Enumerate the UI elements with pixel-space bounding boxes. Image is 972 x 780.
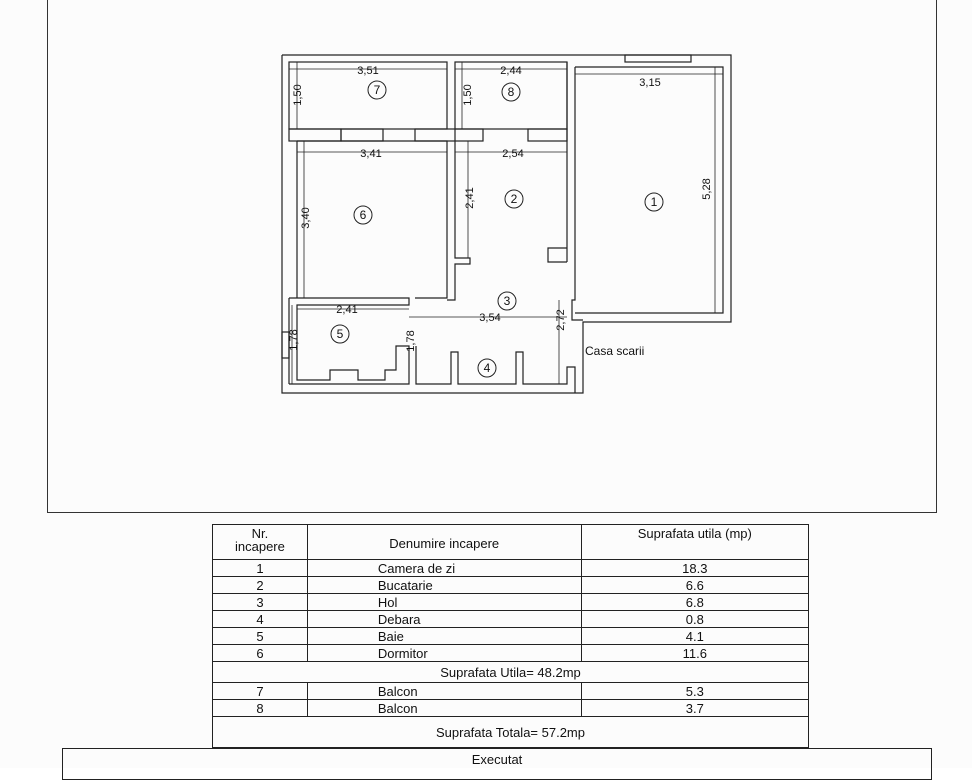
room-label-5: 5 (337, 327, 344, 341)
row-area: 18.3 (580, 559, 810, 577)
table-row: 3 Hol 6.8 (212, 593, 810, 611)
row-name: Dormitor (306, 644, 582, 662)
row-name: Hol (306, 593, 582, 611)
room-label-3: 3 (504, 294, 511, 308)
total-row: Suprafata Totala= 57.2mp (212, 716, 809, 748)
dim-3-51: 3,51 (357, 65, 378, 77)
stair-label: Casa scarii (585, 344, 644, 358)
dim-3-41: 3,41 (360, 148, 381, 160)
table-row: 1 Camera de zi 18.3 (212, 559, 810, 577)
row-nr: 8 (212, 699, 308, 717)
row-nr: 3 (212, 593, 308, 611)
header-name: Denumire incapere (306, 524, 582, 560)
subtotal-row: Suprafata Utila= 48.2mp (212, 661, 809, 683)
table-row: 5 Baie 4.1 (212, 627, 810, 645)
dim-1-50-right: 1,50 (462, 84, 474, 105)
row-area: 3.7 (580, 699, 810, 717)
dim-1-78-left: 1,78 (288, 329, 300, 350)
row-name: Bucatarie (306, 576, 582, 594)
dim-2-72: 2,72 (555, 309, 567, 330)
room-label-1: 1 (651, 195, 658, 209)
plan-walls (281, 54, 732, 394)
row-area: 5.3 (580, 682, 810, 700)
executed-box: Executat (62, 748, 932, 780)
dimension-lines (289, 62, 723, 384)
room-label-8: 8 (508, 85, 515, 99)
table-header-row: Nr. incapere Denumire incapere Suprafata… (212, 524, 810, 560)
dim-2-54: 2,54 (502, 148, 523, 160)
row-name: Baie (306, 627, 582, 645)
dim-2-41-vertical: 2,41 (464, 187, 476, 208)
row-nr: 5 (212, 627, 308, 645)
room-label-2: 2 (511, 192, 518, 206)
row-name: Balcon (306, 699, 582, 717)
table-row: 4 Debara 0.8 (212, 610, 810, 628)
table-row: 8 Balcon 3.7 (212, 699, 810, 717)
table-row: 2 Bucatarie 6.6 (212, 576, 810, 594)
header-area: Suprafata utila (mp) (580, 524, 810, 560)
row-nr: 2 (212, 576, 308, 594)
executed-label: Executat (471, 752, 523, 767)
subtotal-text: Suprafata Utila= 48.2mp (212, 661, 809, 683)
row-area: 6.8 (580, 593, 810, 611)
rooms-table: Nr. incapere Denumire incapere Suprafata… (212, 524, 810, 748)
room-label-4: 4 (484, 361, 491, 375)
row-name: Camera de zi (306, 559, 582, 577)
row-area: 11.6 (580, 644, 810, 662)
row-area: 4.1 (580, 627, 810, 645)
dim-1-78-right: 1,78 (405, 330, 417, 351)
row-name: Debara (306, 610, 582, 628)
room-label-7: 7 (374, 83, 381, 97)
drawing-frame (47, 0, 937, 513)
table-row: 6 Dormitor 11.6 (212, 644, 810, 662)
floor-plan: 3,51 2,44 3,15 1,50 1,50 3,41 2,54 2,41 … (281, 54, 732, 394)
row-area: 0.8 (580, 610, 810, 628)
table-row: 7 Balcon 5.3 (212, 682, 810, 700)
total-text: Suprafata Totala= 57.2mp (212, 716, 809, 748)
dim-3-15: 3,15 (639, 77, 660, 89)
dim-3-54: 3,54 (479, 312, 500, 324)
dim-5-28: 5,28 (701, 178, 713, 199)
row-nr: 1 (212, 559, 308, 577)
row-area: 6.6 (580, 576, 810, 594)
row-nr: 4 (212, 610, 308, 628)
dim-2-44: 2,44 (500, 65, 521, 77)
dim-2-41-horizontal: 2,41 (336, 304, 357, 316)
row-nr: 7 (212, 682, 308, 700)
dim-3-40: 3,40 (300, 207, 312, 228)
room-markers (330, 80, 664, 378)
header-nr: Nr. incapere (212, 524, 308, 560)
dim-1-50-left: 1,50 (292, 84, 304, 105)
row-nr: 6 (212, 644, 308, 662)
room-label-6: 6 (360, 208, 367, 222)
row-name: Balcon (306, 682, 582, 700)
